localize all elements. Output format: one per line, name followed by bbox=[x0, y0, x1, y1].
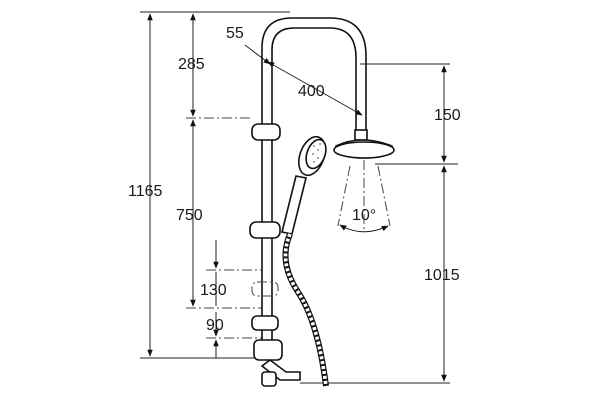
dimline-arm-reach bbox=[267, 61, 363, 116]
label-head-height: 1015 bbox=[424, 267, 460, 284]
label-adjust-range: 130 bbox=[200, 282, 227, 299]
label-rail-length: 750 bbox=[176, 207, 203, 224]
label-overall-height: 1165 bbox=[128, 183, 163, 200]
dimension-lines bbox=[147, 13, 447, 382]
overhead-shower-head bbox=[333, 129, 395, 232]
dimline-spray-angle bbox=[339, 224, 389, 233]
label-pipe-diameter: 55 bbox=[226, 25, 244, 42]
label-bottom-offset: 90 bbox=[206, 317, 224, 334]
label-top-offset: 285 bbox=[178, 56, 205, 73]
mixer-valve bbox=[251, 281, 301, 387]
hand-shower bbox=[249, 123, 327, 239]
dimension-labels: 55 285 400 150 1165 750 10° 1015 130 90 bbox=[128, 25, 461, 334]
label-arm-reach: 400 bbox=[298, 83, 325, 100]
shower-hose bbox=[282, 232, 329, 387]
label-head-drop: 150 bbox=[434, 107, 461, 124]
shower-column bbox=[261, 17, 367, 358]
dimline-pipe-diameter bbox=[244, 44, 271, 65]
label-spray-angle: 10° bbox=[352, 207, 376, 224]
